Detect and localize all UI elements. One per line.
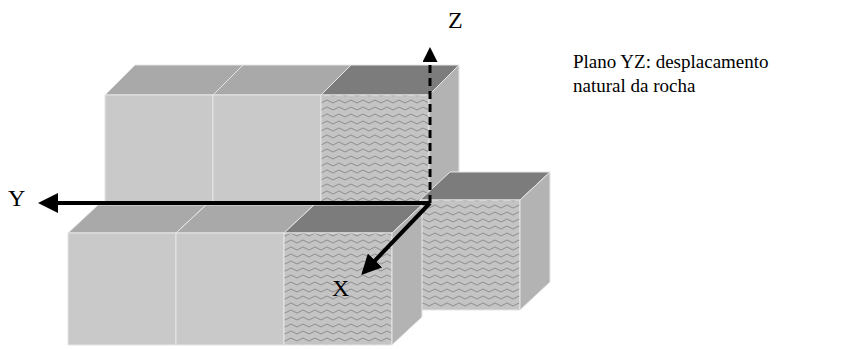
axis-label: X <box>332 276 349 300</box>
axis-label: Z <box>448 8 463 32</box>
axis-label: Y <box>8 186 25 210</box>
axes <box>42 50 430 272</box>
note-text: Plano YZ: desplacamento natural da rocha <box>573 50 818 98</box>
